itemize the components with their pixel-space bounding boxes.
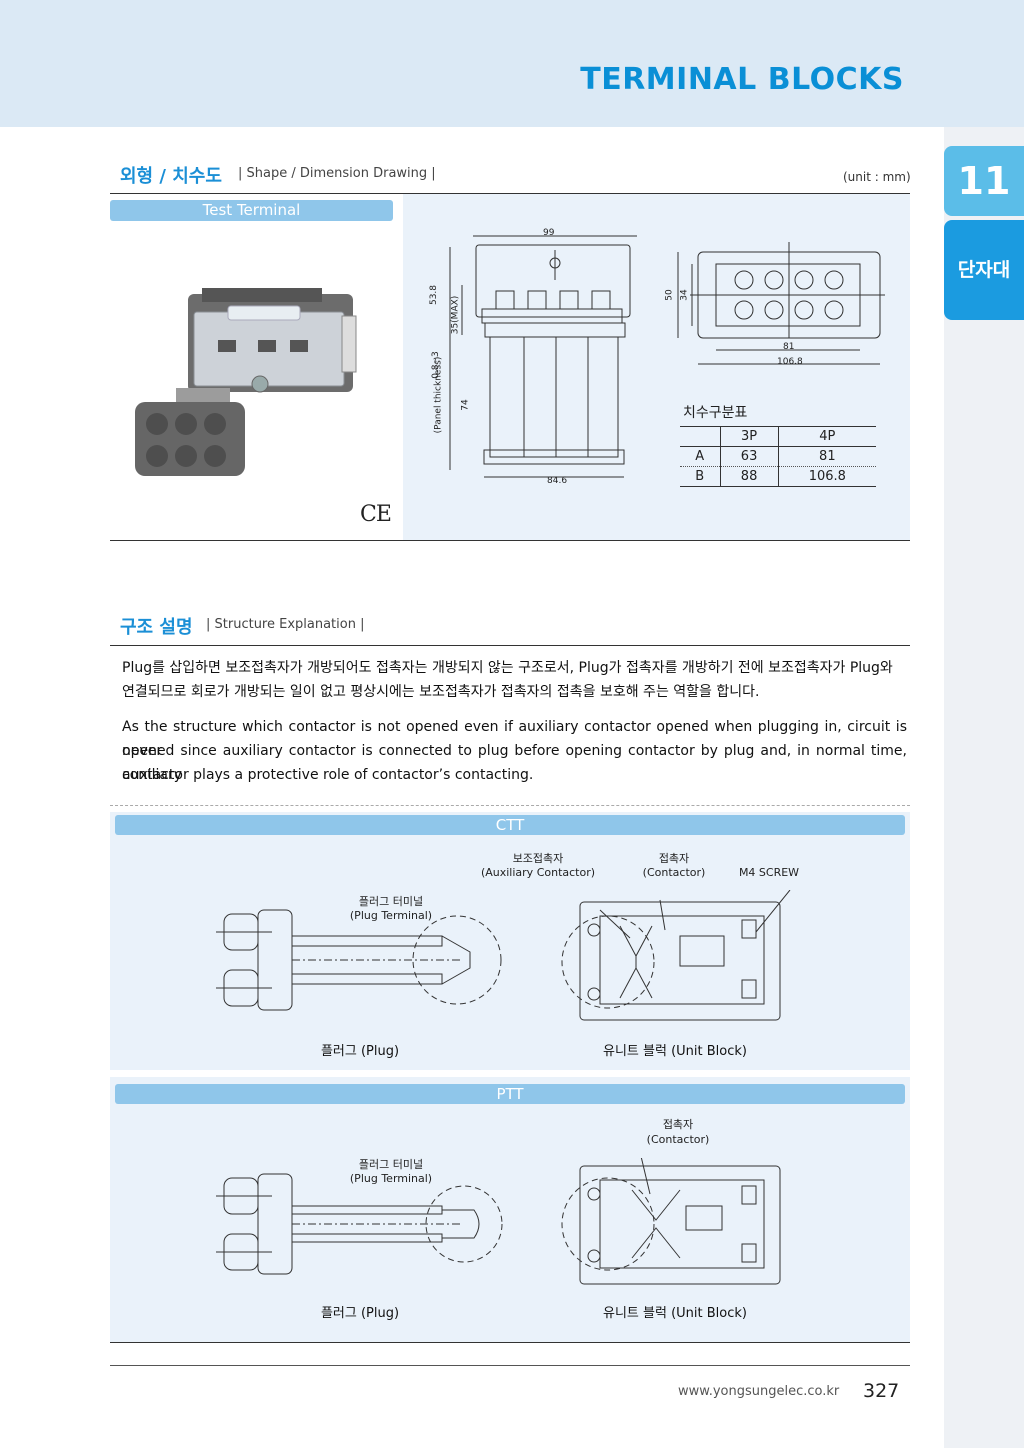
dim-table-header: 3P — [719, 426, 779, 447]
ctt-unit-caption: 유니트 블럭 (Unit Block) — [603, 1044, 747, 1059]
ctt-plug-caption: 플러그 (Plug) — [320, 1044, 400, 1059]
product-photo — [135, 288, 357, 476]
ptt-plug-caption: 플러그 (Plug) — [320, 1306, 400, 1321]
ptt-plug-terminal-label-en: (Plug Terminal) — [349, 1172, 433, 1185]
section2-title-en: | Structure Explanation | — [206, 617, 365, 632]
footer-rule — [110, 1365, 910, 1366]
top-dimension-drawing — [677, 242, 885, 365]
para-ko-line1: Plug를 삽입하면 보조접촉자가 개방되어도 접촉자는 개방되지 않는 구조로… — [122, 660, 893, 676]
page-number: 327 — [863, 1380, 900, 1402]
ctt-contact-label-ko: 접촉자 — [658, 852, 690, 865]
section1-rule — [110, 193, 910, 194]
chapter-label-tab[interactable]: 단자대 — [944, 220, 1024, 320]
header-band — [0, 0, 1024, 127]
ptt-unit-caption: 유니트 블럭 (Unit Block) — [603, 1306, 747, 1321]
ce-mark: CE — [360, 502, 392, 527]
dim-height-total: 53.8 — [429, 284, 440, 306]
section2-rule — [110, 645, 910, 646]
para-en-line2: opened since auxiliary contactor is conn… — [122, 743, 907, 783]
ptt-panel — [110, 1077, 910, 1342]
ptt-contact-label-en: (Contactor) — [646, 1133, 710, 1146]
dim-table-title: 치수구분표 — [683, 405, 748, 421]
dim-base-width: 84.6 — [547, 476, 568, 486]
dim-right-h1: 50 — [664, 289, 675, 301]
ctt-aux-label-en: (Auxiliary Contactor) — [480, 866, 596, 879]
ctt-screw-label: M4 SCREW — [738, 866, 800, 879]
test-terminal-bar: Test Terminal — [110, 200, 393, 221]
footer-url[interactable]: www.yongsungelec.co.kr — [678, 1384, 840, 1399]
page-title: TERMINAL BLOCKS — [580, 62, 904, 97]
front-dimension-drawing — [449, 235, 637, 478]
dashed-divider — [110, 805, 910, 806]
dim-table-cell: B — [695, 469, 705, 484]
dim-table-cell: A — [695, 449, 705, 464]
dim-width-top: 99 — [543, 228, 555, 238]
dim-table-cell: 63 — [719, 446, 779, 467]
dim-right-w2: 106.8 — [777, 357, 803, 367]
dim-panel-label: (Panel thickness) — [433, 356, 444, 434]
dim-table-header — [680, 427, 720, 447]
dim-depth: 74 — [460, 399, 471, 411]
dim-table: 3P 4P A 63 81 B 88 106.8 — [680, 426, 876, 487]
section2-title-ko: 구조 설명 — [120, 617, 193, 638]
section1-title-en: | Shape / Dimension Drawing | — [238, 166, 436, 181]
ctt-plug-terminal-label-ko: 플러그 터미널 — [358, 895, 424, 908]
section1-title-ko: 외형 / 치수도 — [120, 166, 222, 187]
ptt-plug-drawing — [216, 1173, 503, 1275]
dim-table-cell: 88 — [719, 466, 779, 487]
ctt-plug-drawing — [216, 909, 502, 1011]
ptt-bar: PTT — [115, 1084, 905, 1104]
ctt-bar: CTT — [115, 815, 905, 835]
unit-label: (unit : mm) — [843, 170, 911, 184]
ctt-aux-label-ko: 보조접촉자 — [512, 852, 564, 865]
ctt-unit-block-drawing — [561, 890, 791, 1021]
dim-table-cell: 106.8 — [777, 466, 876, 487]
side-strip — [944, 127, 1024, 1448]
para-en-line1: As the structure which contactor is not … — [122, 719, 907, 759]
ptt-bottom-rule — [110, 1342, 910, 1343]
ctt-contact-label-en: (Contactor) — [642, 866, 706, 879]
ctt-panel — [110, 812, 910, 1070]
dim-table-cell: 81 — [777, 446, 876, 467]
section1-bottom-rule — [110, 540, 910, 541]
chapter-number-tab[interactable]: 11 — [944, 146, 1024, 216]
dim-right-w1: 81 — [783, 342, 795, 352]
ptt-plug-terminal-label-ko: 플러그 터미널 — [358, 1158, 424, 1171]
dim-right-h2: 34 — [679, 289, 690, 301]
para-en-line3: contactor plays a protective role of con… — [122, 767, 534, 783]
ctt-plug-terminal-label-en: (Plug Terminal) — [349, 909, 433, 922]
dim-height-max: 35(MAX) — [450, 295, 461, 335]
ptt-contact-label-ko: 접촉자 — [662, 1118, 694, 1131]
ptt-unit-block-drawing — [561, 1158, 781, 1285]
dim-table-header: 4P — [777, 426, 876, 447]
para-ko-line2: 연결되므로 회로가 개방되는 일이 없고 평상시에는 보조접촉자가 접촉자의 접… — [122, 684, 760, 700]
